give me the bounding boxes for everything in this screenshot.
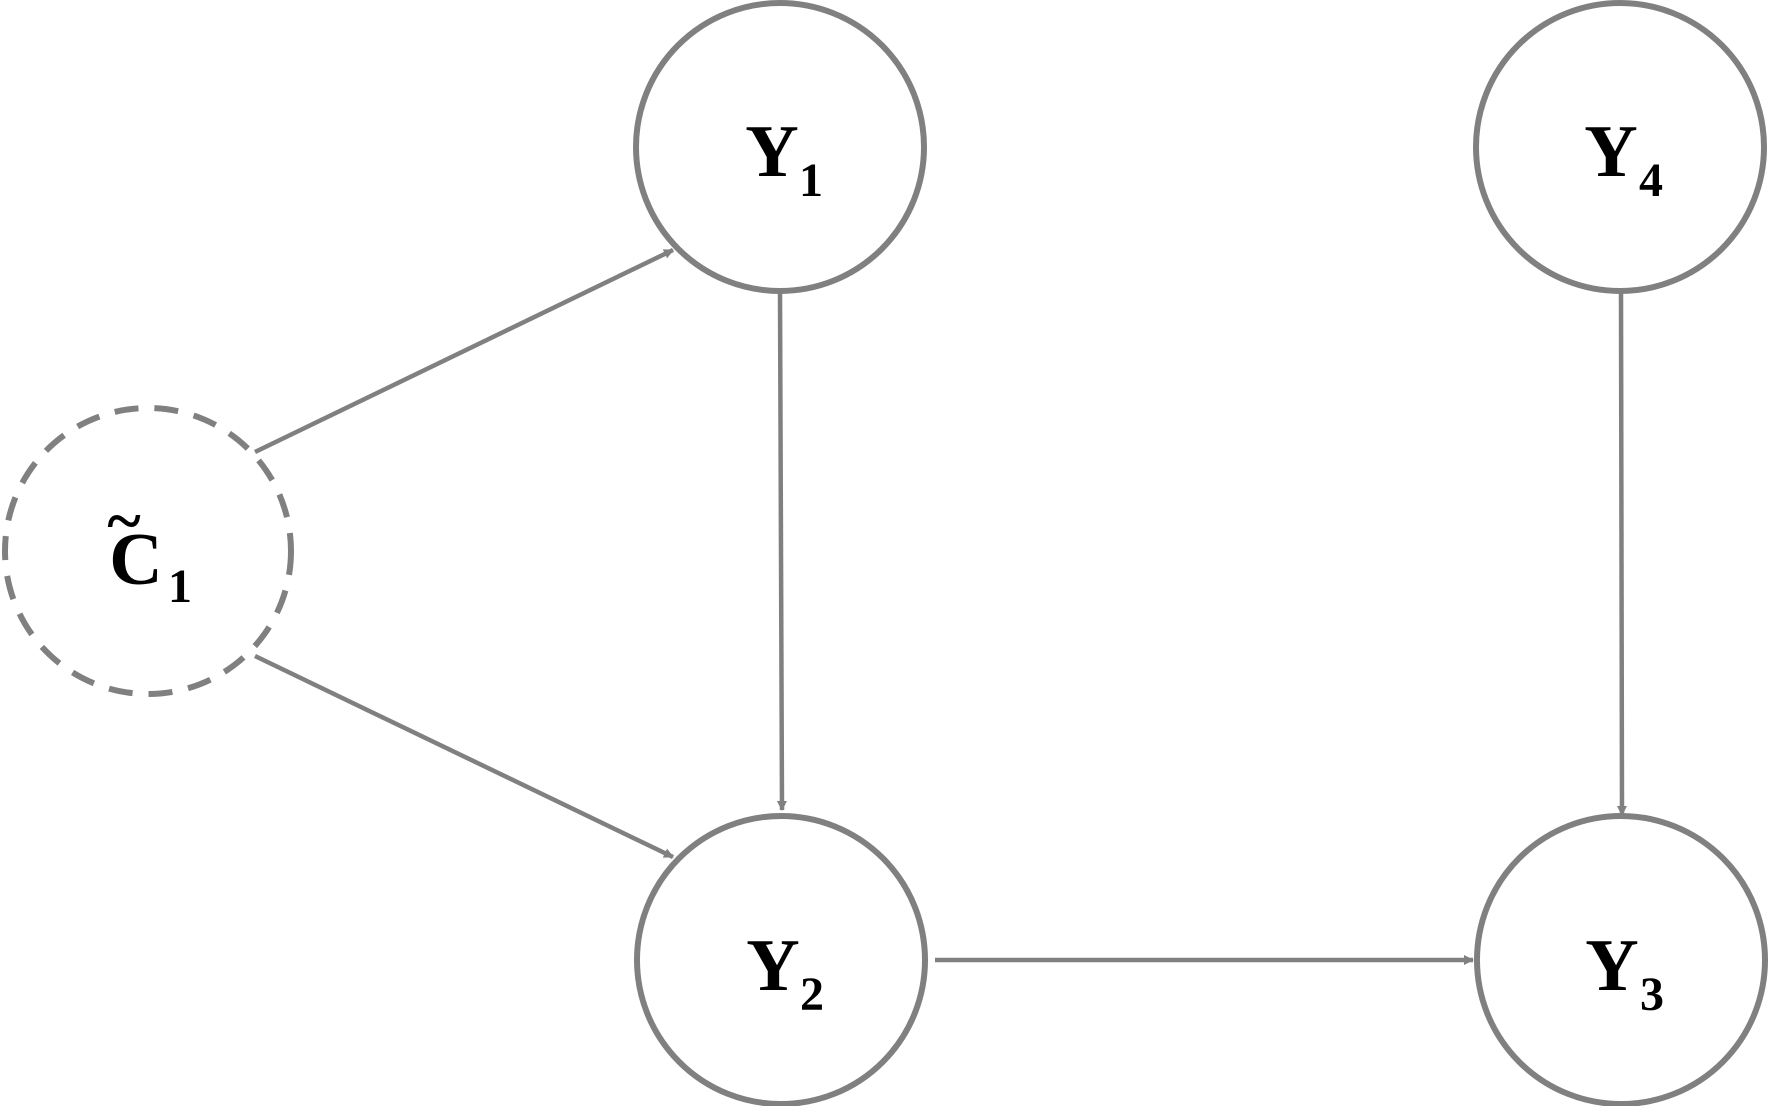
node-y1-letter: Y xyxy=(745,111,798,193)
node-c1-accent: ~ xyxy=(107,485,140,556)
node-c1-circle xyxy=(2,405,294,697)
node-y1-circle xyxy=(633,0,927,294)
node-y2-letter: Y xyxy=(746,925,799,1007)
node-y1: Y 1 xyxy=(633,0,927,294)
node-y2-subscript: 2 xyxy=(800,968,824,1021)
edge-y4-y3 xyxy=(1616,292,1627,816)
node-y3-letter: Y xyxy=(1585,925,1638,1007)
edge-y1-y2 xyxy=(776,292,787,811)
node-y2: Y 2 xyxy=(634,813,928,1106)
node-c1-letter: C xyxy=(109,519,162,601)
node-y3: Y 3 xyxy=(1474,813,1768,1106)
node-y4-subscript: 4 xyxy=(1639,154,1663,207)
node-y4-letter: Y xyxy=(1584,111,1637,193)
edge-c1-y1 xyxy=(254,247,674,455)
node-c1: ~ C 1 xyxy=(2,405,294,697)
edge-c1-y2 xyxy=(254,653,674,860)
node-c1-subscript: 1 xyxy=(168,560,192,613)
node-y3-circle xyxy=(1474,813,1768,1106)
node-y3-subscript: 3 xyxy=(1640,968,1664,1021)
node-y2-circle xyxy=(634,813,928,1106)
node-y4: Y 4 xyxy=(1473,0,1767,294)
node-y4-circle xyxy=(1473,0,1767,294)
node-y1-subscript: 1 xyxy=(799,154,823,207)
edges xyxy=(254,247,1627,965)
